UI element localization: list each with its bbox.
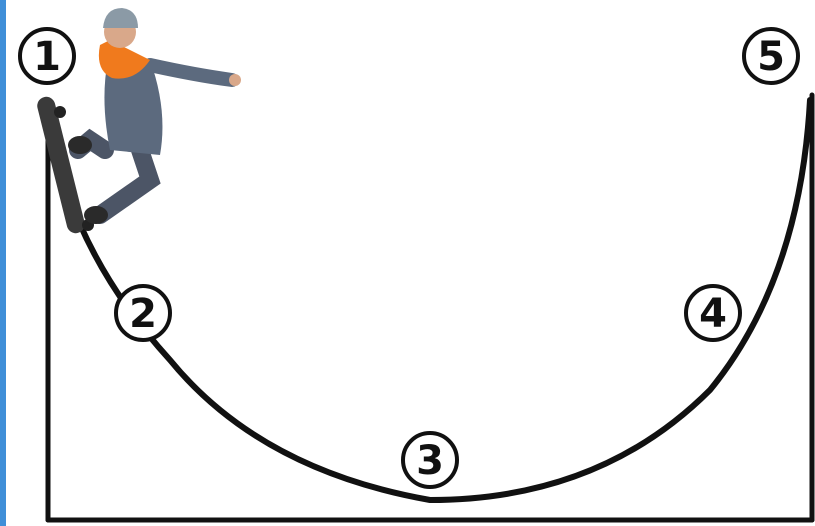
shoe-icon: [68, 136, 92, 154]
position-marker-4: 4: [686, 286, 740, 340]
shoe-icon: [84, 206, 108, 224]
left-edge-strip: [0, 0, 6, 526]
marker-label: 5: [757, 34, 785, 80]
marker-label: 2: [129, 291, 157, 337]
position-marker-5: 5: [744, 29, 798, 83]
beanie-icon: [103, 8, 138, 28]
skater-arm: [150, 65, 232, 80]
position-marker-1: 1: [20, 29, 74, 83]
hand-icon: [229, 74, 241, 86]
position-marker-3: 3: [403, 433, 457, 487]
position-marker-2: 2: [116, 286, 170, 340]
marker-label: 4: [699, 291, 727, 337]
skater-leg: [100, 150, 150, 215]
marker-label: 1: [33, 34, 61, 80]
skateboard-wheel-icon: [54, 106, 66, 118]
marker-label: 3: [416, 438, 444, 484]
